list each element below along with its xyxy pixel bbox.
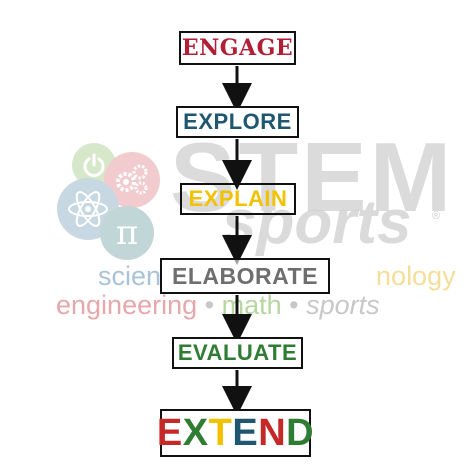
extend-letter: N <box>258 411 287 454</box>
extend-letter: X <box>182 411 209 454</box>
watermark-sports: sports <box>222 188 412 257</box>
step-elaborate: ELABORATE <box>160 258 330 294</box>
watermark-science: scien <box>98 261 162 291</box>
watermark-separator: • <box>204 290 215 320</box>
extend-letter: E <box>156 411 183 454</box>
watermark-tagline-1: scien nology <box>98 263 456 290</box>
watermark-sports-word: sports <box>306 290 380 320</box>
watermark-technology: nology <box>376 261 456 291</box>
step-explore: EXPLORE <box>176 106 299 138</box>
watermark-registered: ® <box>432 210 441 222</box>
extend-letter: D <box>286 411 315 454</box>
step-explain: EXPLAIN <box>180 183 296 215</box>
extend-letter: E <box>232 411 259 454</box>
step-engage: ENGAGE <box>179 31 296 65</box>
step-evaluate: EVALUATE <box>172 337 303 369</box>
watermark-stem: STEM <box>170 122 455 232</box>
extend-letter: T <box>208 411 233 454</box>
pi-icon: π <box>100 206 154 260</box>
watermark-separator: • <box>289 290 299 320</box>
watermark-tagline-2: engineering • math • sports <box>56 292 380 319</box>
watermark-engineering: engineering <box>56 290 198 320</box>
